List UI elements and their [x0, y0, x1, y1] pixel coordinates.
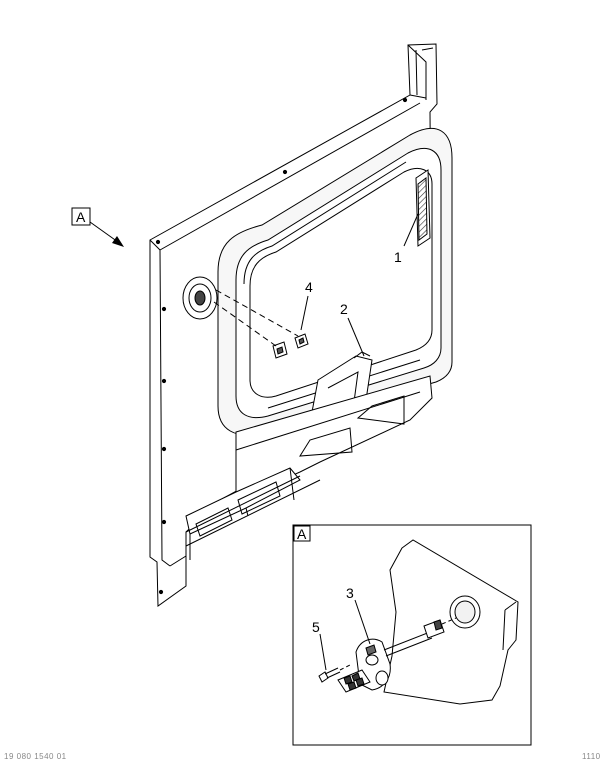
callout-leaders — [300, 213, 419, 357]
speaker-grille — [182, 276, 218, 320]
drawing-number: 19 080 1540 01 — [4, 752, 67, 761]
callout-1: 1 — [394, 249, 402, 265]
callout-2: 2 — [340, 301, 348, 317]
callout-5: 5 — [312, 619, 320, 635]
view-reference: A — [71, 207, 124, 247]
grab-handle-part — [415, 169, 431, 247]
detail-a-box: A — [292, 524, 532, 746]
callout-4: 4 — [305, 279, 313, 295]
screw-part — [318, 663, 353, 683]
view-reference-label: A — [76, 209, 86, 225]
sheet-code: 1110 — [582, 752, 601, 761]
detail-a-label: A — [297, 526, 307, 542]
detail-panel-section — [383, 539, 519, 705]
switch-bezel-part — [337, 617, 457, 693]
armrest-pocket — [185, 375, 433, 560]
callout-3: 3 — [346, 585, 354, 601]
mounting-holes — [155, 97, 408, 595]
switch-caps — [213, 289, 309, 359]
